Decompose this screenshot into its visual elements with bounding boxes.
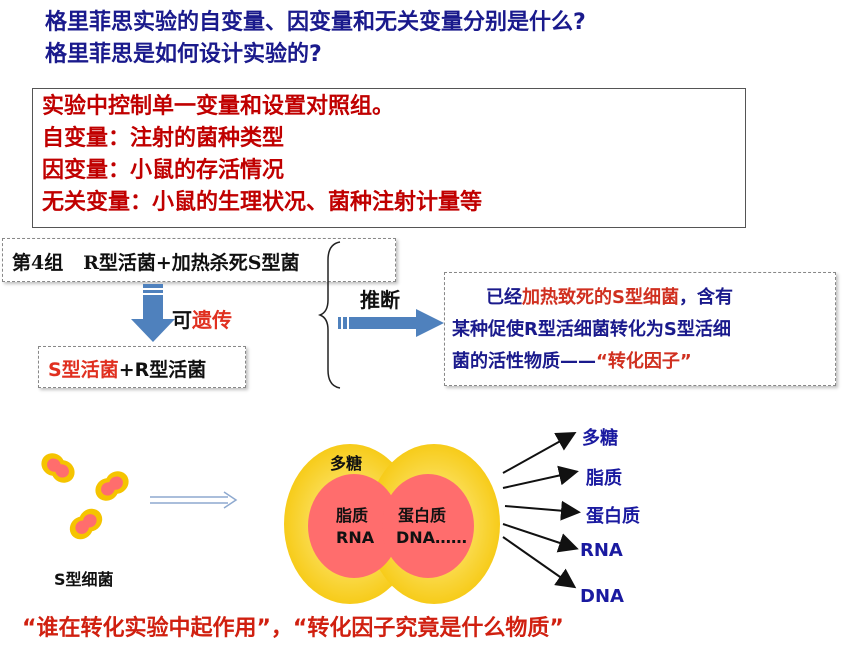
question-1: 格里菲思实验的自变量、因变量和无关变量分别是什么?	[45, 10, 586, 35]
component-protein: 蛋白质	[586, 506, 640, 527]
right-arrow-icon	[338, 309, 444, 337]
arrow-lipid	[502, 465, 579, 489]
cell-inner-right	[382, 474, 474, 578]
group4-box	[2, 238, 396, 282]
answer-line-3: 因变量：小鼠的存活情况	[42, 158, 285, 183]
arrow-polysaccharide	[502, 432, 577, 474]
group4-text: 第4组 R型活菌+加热杀死S型菌	[12, 248, 300, 275]
conclusion-line-1: 已经加热致死的S型细菌，含有	[486, 284, 733, 312]
down-arrow-icon	[131, 284, 175, 342]
result-part1: S型活菌	[48, 359, 119, 381]
bacterium-1	[41, 453, 75, 483]
cell-label-lipid: 脂质	[336, 506, 369, 525]
heredity-label: 可遗传	[172, 304, 232, 333]
bacteria-label: S型细菌	[54, 570, 114, 589]
arrow-dna	[502, 536, 577, 589]
conclusion-highlight-1: 加热致死的S型细菌	[522, 287, 679, 308]
conclusion-line-2: 某种促使R型活细菌转化为S型活细	[452, 319, 731, 340]
conclusion-highlight-2: “转化因子”	[596, 351, 692, 372]
answer-line-2: 自变量：注射的菌种类型	[42, 126, 285, 151]
result-part2: +R型活菌	[118, 359, 207, 381]
brace-icon	[318, 241, 341, 389]
cell-label-dna: DNA……	[396, 528, 468, 547]
cell-label-polysaccharide: 多糖	[330, 454, 363, 473]
component-dna: DNA	[580, 586, 624, 607]
answer-line-4: 无关变量：小鼠的生理状况、菌种注射计量等	[42, 190, 483, 215]
cell-label-rna: RNA	[336, 528, 375, 547]
infer-label: 推断	[360, 288, 400, 312]
conclusion-text-3: 菌的活性物质——	[452, 351, 596, 372]
group4-label: 第4组	[12, 252, 64, 274]
cell-inner-left	[308, 474, 400, 578]
conclusion-box	[444, 272, 836, 386]
component-polysaccharide: 多糖	[582, 428, 618, 449]
conclusion-line-3: 菌的活性物质——“转化因子”	[452, 348, 692, 376]
component-lipid: 脂质	[586, 468, 622, 489]
hollow-arrow-icon	[150, 491, 238, 509]
component-rna: RNA	[580, 540, 623, 561]
result-text: S型活菌+R型活菌	[48, 355, 206, 382]
cell-diagram	[284, 444, 500, 604]
conclusion-text-1: ，含有	[678, 287, 733, 308]
conclusion-indent: 已经	[486, 287, 522, 308]
component-arrows	[502, 432, 581, 589]
heredity-highlight: 遗传	[192, 308, 232, 332]
heredity-prefix: 可	[172, 308, 192, 332]
cell-label-protein: 蛋白质	[398, 506, 447, 525]
bottom-question: “谁在转化实验中起作用”，“转化因子究竟是什么物质”	[22, 616, 564, 641]
answer-line-1: 实验中控制单一变量和设置对照组。	[42, 94, 395, 119]
group4-content: R型活菌+加热杀死S型菌	[83, 252, 300, 274]
arrow-rna	[502, 523, 579, 553]
bacterium-2	[95, 471, 129, 501]
arrow-protein	[504, 500, 581, 521]
question-2: 格里菲思是如何设计实验的?	[45, 42, 322, 67]
answer-box	[32, 88, 746, 228]
result-box	[38, 346, 246, 388]
bacterium-3	[69, 508, 103, 540]
s-bacteria-illustration	[41, 453, 129, 540]
